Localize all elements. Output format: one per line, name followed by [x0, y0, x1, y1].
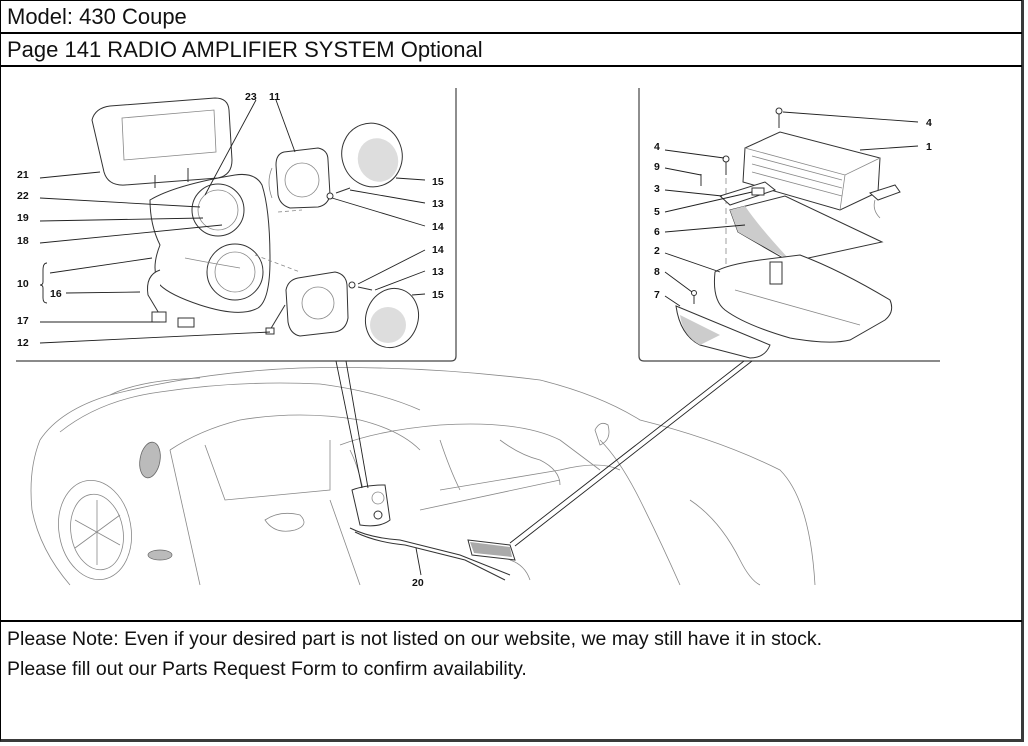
- amplifier-tray-part: [714, 254, 893, 343]
- callout-15-lower: 15: [432, 289, 444, 301]
- callout-4-left: 4: [654, 141, 660, 153]
- model-title: Model: 430 Coupe: [7, 4, 187, 29]
- top-border: [0, 0, 1022, 1]
- callout-5: 5: [654, 206, 660, 218]
- callout-13-lower: 13: [432, 266, 444, 278]
- callout-20: 20: [412, 577, 424, 589]
- callout-14-upper: 14: [432, 221, 444, 233]
- speaker-housing-part: [147, 174, 271, 328]
- parts-diagram: 23 11 21 22 19 18 10 16 17 12 15 13 14 1…: [0, 68, 1022, 620]
- callout-10: 10: [17, 278, 29, 290]
- callout-7: 7: [654, 289, 660, 301]
- parts-diagram-svg: 23 11 21 22 19 18 10 16 17 12 15 13 14 1…: [16, 88, 940, 589]
- lower-grille-part: [365, 287, 419, 349]
- callout-3: 3: [654, 183, 660, 195]
- page-title: Page 141 RADIO AMPLIFIER SYSTEM Optional: [7, 37, 483, 62]
- callout-22: 22: [17, 190, 29, 202]
- callout-2: 2: [654, 245, 660, 257]
- divider: [0, 620, 1022, 622]
- right-panel-outline: [638, 88, 940, 362]
- callout-11: 11: [269, 91, 280, 103]
- callout-6: 6: [654, 226, 660, 238]
- callout-4-top: 4: [926, 117, 932, 129]
- callout-21: 21: [17, 169, 29, 181]
- callout-1: 1: [926, 141, 932, 153]
- callout-8: 8: [654, 266, 660, 278]
- callout-23: 23: [245, 91, 257, 103]
- callout-14-lower: 14: [432, 244, 444, 256]
- trim-panel-part: [675, 305, 771, 359]
- lower-speaker-part: [265, 271, 349, 337]
- divider: [0, 65, 1022, 67]
- note-line-2: Please fill out our Parts Request Form t…: [7, 658, 527, 680]
- callout-13-upper: 13: [432, 198, 444, 210]
- left-panel-outline: [16, 88, 457, 362]
- callout-12: 12: [17, 337, 29, 349]
- upper-grille-part: [341, 122, 403, 188]
- page-header: Page 141 RADIO AMPLIFIER SYSTEM Optional: [0, 35, 1024, 65]
- callout-18: 18: [17, 235, 29, 247]
- model-header: Model: 430 Coupe: [0, 2, 1024, 32]
- trim-cover-part: [91, 97, 233, 188]
- callout-17: 17: [17, 315, 29, 327]
- note-line-1: Please Note: Even if your desired part i…: [7, 628, 823, 650]
- car-illustration: [30, 360, 816, 586]
- callout-16: 16: [50, 288, 62, 300]
- callout-15-upper: 15: [432, 176, 444, 188]
- amplifier-unit-part: [742, 131, 901, 219]
- footer-note: Please Note: Even if your desired part i…: [0, 624, 1024, 684]
- upper-speaker-part: [268, 147, 331, 209]
- divider: [0, 32, 1022, 34]
- callout-19: 19: [17, 212, 29, 224]
- callout-9: 9: [654, 161, 660, 173]
